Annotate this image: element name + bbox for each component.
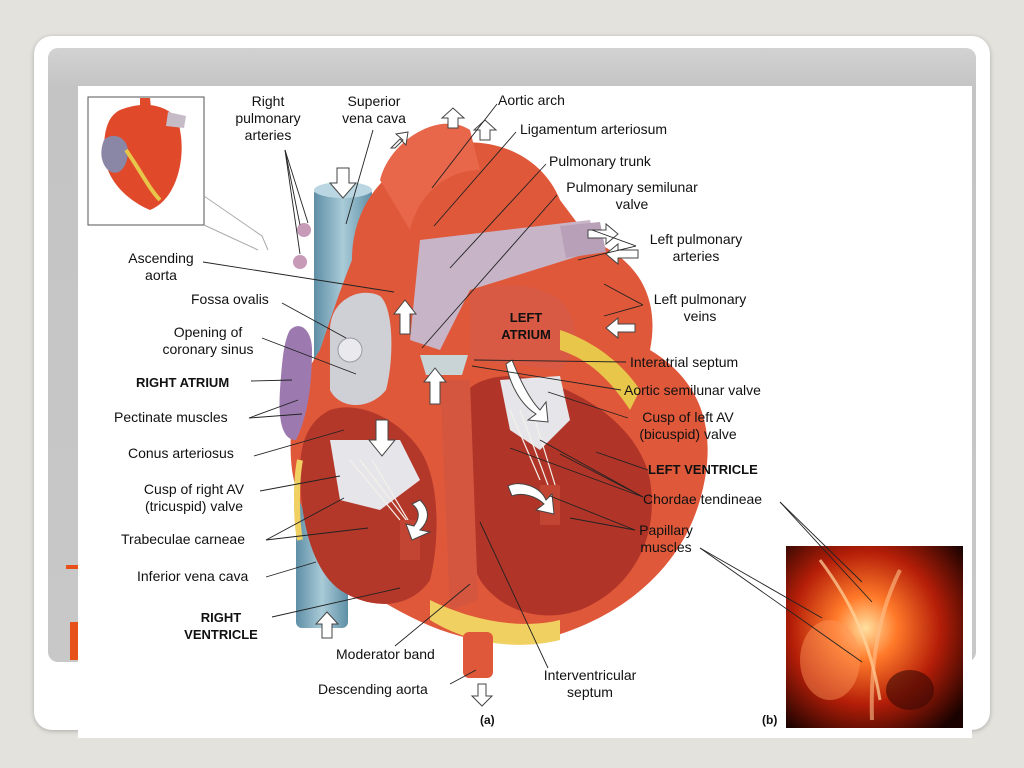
label-cusp-right-av: Cusp of right AV (tricuspid) valve [143, 481, 245, 514]
panel-tag-a: (a) [480, 713, 495, 727]
label-left-ventricle: LEFT VENTRICLE [648, 462, 758, 477]
label-conus-arteriosus: Conus arteriosus [128, 445, 234, 461]
label-left-atrium: LEFT ATRIUM [501, 310, 551, 342]
label-right-pulmonary-arteries: Right pulmonary arteries [235, 93, 301, 143]
label-superior-vena-cava: Superior vena cava [342, 93, 406, 126]
label-descending-aorta: Descending aorta [318, 681, 428, 697]
label-chordae-tendineae: Chordae tendineae [643, 491, 763, 507]
label-right-atrium: RIGHT ATRIUM [136, 375, 230, 390]
label-papillary-muscles: Papillary muscles [639, 522, 693, 555]
label-ascending-aorta: Ascending aorta [128, 250, 194, 283]
label-left-pulmonary-veins: Left pulmonary veins [653, 291, 747, 324]
panel-tag-b: (b) [762, 713, 778, 727]
label-opening-coronary-sinus: Opening of coronary sinus [162, 324, 254, 357]
thumbnail-inset [87, 96, 269, 251]
accent-line [66, 565, 82, 569]
label-interatrial-septum: Interatrial septum [630, 354, 739, 370]
label-aortic-semilunar-valve: Aortic semilunar valve [624, 382, 761, 398]
label-right-ventricle: RIGHT VENTRICLE [184, 610, 258, 642]
label-pulmonary-trunk: Pulmonary trunk [549, 153, 651, 169]
photo-inset-b [786, 546, 963, 728]
label-pulmonary-semilunar-valve: Pulmonary semilunar valve [566, 179, 698, 212]
label-moderator-band: Moderator band [336, 646, 435, 662]
label-inferior-vena-cava: Inferior vena cava [137, 568, 249, 584]
flow-arrows [314, 107, 639, 707]
label-ligamentum-arteriosum: Ligamentum arteriosum [520, 121, 668, 137]
label-pectinate-muscles: Pectinate muscles [114, 409, 228, 425]
label-fossa-ovalis: Fossa ovalis [191, 291, 269, 307]
leader-lines [202, 103, 873, 685]
label-trabeculae-carneae: Trabeculae carneae [121, 531, 246, 547]
label-interventricular-septum: Interventricular septum [543, 667, 637, 700]
label-cusp-left-av: Cusp of left AV (bicuspid) valve [639, 409, 737, 442]
label-aortic-arch: Aortic arch [498, 92, 565, 108]
label-left-pulmonary-arteries: Left pulmonary arteries [649, 231, 743, 264]
